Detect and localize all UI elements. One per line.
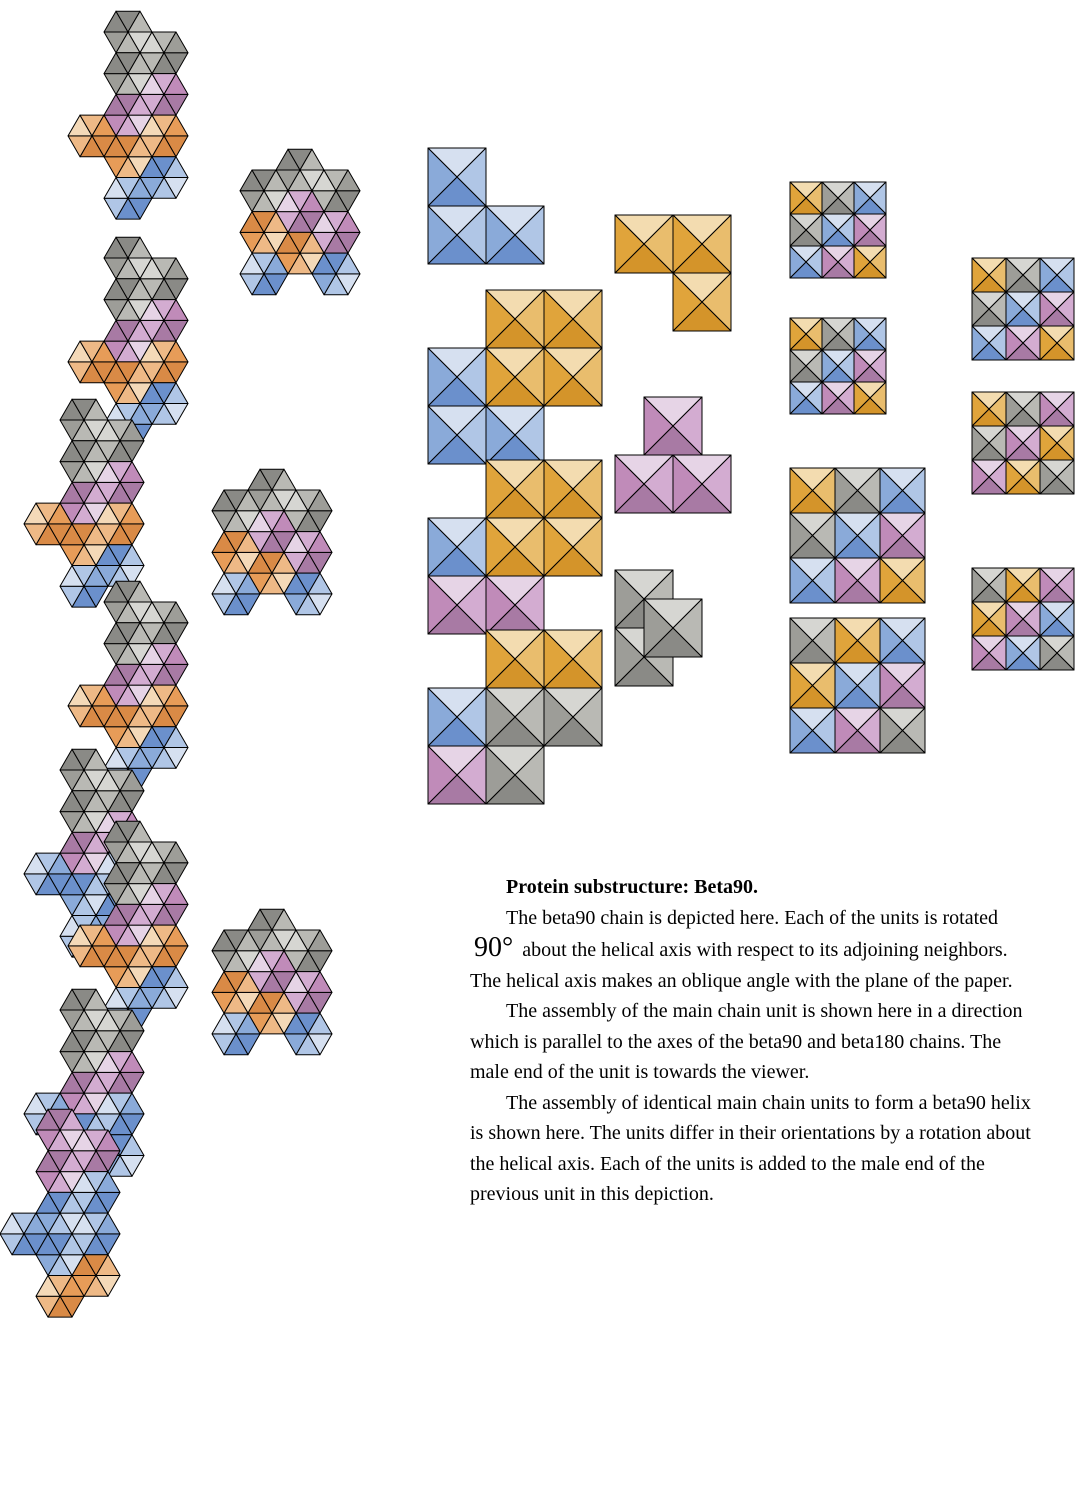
caption-paragraph-3: The assembly of identical main chain uni… [470,1088,1040,1210]
caption-paragraph-2: The assembly of the main chain unit is s… [470,996,1040,1088]
caption-paragraph-1: The beta90 chain is depicted here. Each … [470,903,1040,997]
caption-p1-part2: about the helical axis with respect to i… [470,939,1013,992]
caption-p1-part1: The beta90 chain is depicted here. Each … [506,907,998,929]
caption-title: Protein substructure: Beta90. [470,872,1040,903]
caption-block: Protein substructure: Beta90. The beta90… [470,872,1040,1210]
caption-angle: 90° [470,932,517,963]
